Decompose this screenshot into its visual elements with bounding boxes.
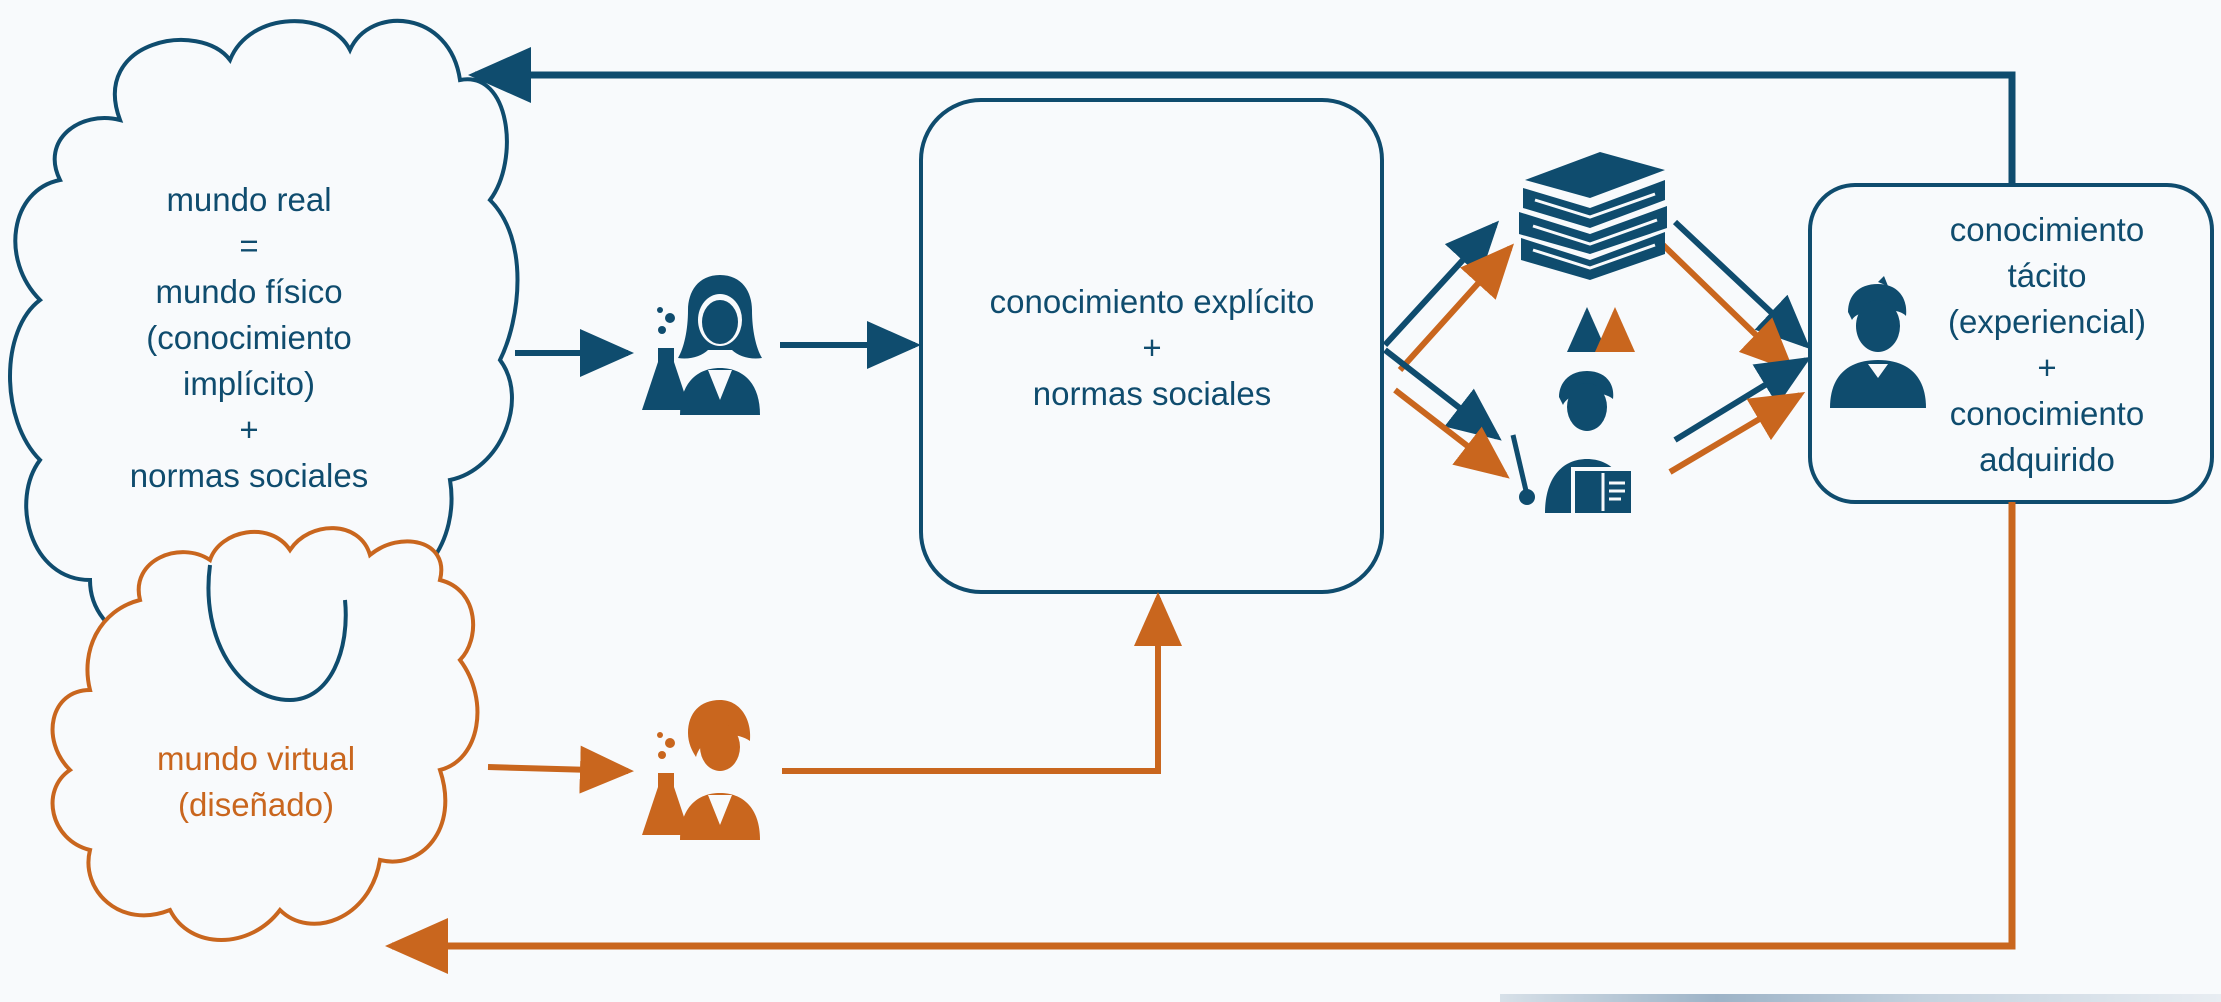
arrow-explicit-to-teacher-virtual xyxy=(1393,387,1510,479)
cloud-overlap-outline xyxy=(206,564,348,703)
arrow-virtual-to-scientist xyxy=(487,745,634,794)
tacit-line: conocimiento xyxy=(1950,211,2144,248)
books-icon xyxy=(1519,152,1667,280)
explicit-knowledge-text: conocimiento explícito + normas sociales xyxy=(990,283,1315,412)
virtual-world-cloud xyxy=(50,526,480,942)
real-world-line: implícito) xyxy=(183,365,315,402)
virtual-world-line: mundo virtual xyxy=(157,740,355,777)
arrow-books-to-tacit-virtual xyxy=(1657,239,1795,373)
real-world-cloud xyxy=(8,18,520,648)
arrow-books-to-tacit-real xyxy=(1672,219,1811,350)
tacit-line: tácito xyxy=(2008,257,2087,294)
real-world-text: mundo real = mundo físico (conocimiento … xyxy=(130,181,368,494)
learner-icon xyxy=(1830,276,1926,408)
tacit-line: + xyxy=(2037,349,2056,386)
tacit-knowledge-text: conocimiento tácito (experiencial) + con… xyxy=(1948,211,2146,478)
scientist-woman-icon xyxy=(642,275,762,415)
feedback-arrow-virtual xyxy=(385,502,2016,974)
bottom-image-strip xyxy=(1500,994,2221,1002)
real-world-line: = xyxy=(239,227,258,264)
arrow-virtual-scientist-to-explicit xyxy=(782,592,1182,774)
real-world-line: (conocimiento xyxy=(146,319,351,356)
real-world-line: normas sociales xyxy=(130,457,368,494)
virtual-world-line: (diseñado) xyxy=(178,786,334,823)
teacher-icon xyxy=(1510,371,1635,515)
virtual-world-text: mundo virtual (diseñado) xyxy=(157,740,355,823)
explicit-line: conocimiento explícito xyxy=(990,283,1315,320)
arrow-teacher-to-tacit-virtual xyxy=(1668,391,1806,475)
tacit-line: (experiencial) xyxy=(1948,303,2146,340)
real-world-line: mundo real xyxy=(166,181,331,218)
real-world-line: mundo físico xyxy=(155,273,342,310)
arrow-explicit-to-books-virtual xyxy=(1397,243,1515,373)
real-world-line: + xyxy=(239,411,258,448)
tacit-line: adquirido xyxy=(1979,441,2115,478)
arrow-explicit-to-teacher-real xyxy=(1383,347,1502,441)
tacit-line: conocimiento xyxy=(1950,395,2144,432)
arrow-teacher-to-tacit-real xyxy=(1673,356,1812,443)
explicit-line: + xyxy=(1142,329,1161,366)
feedback-arrow-real xyxy=(468,47,2016,185)
explicit-line: normas sociales xyxy=(1033,375,1271,412)
scientist-man-icon xyxy=(642,700,760,840)
